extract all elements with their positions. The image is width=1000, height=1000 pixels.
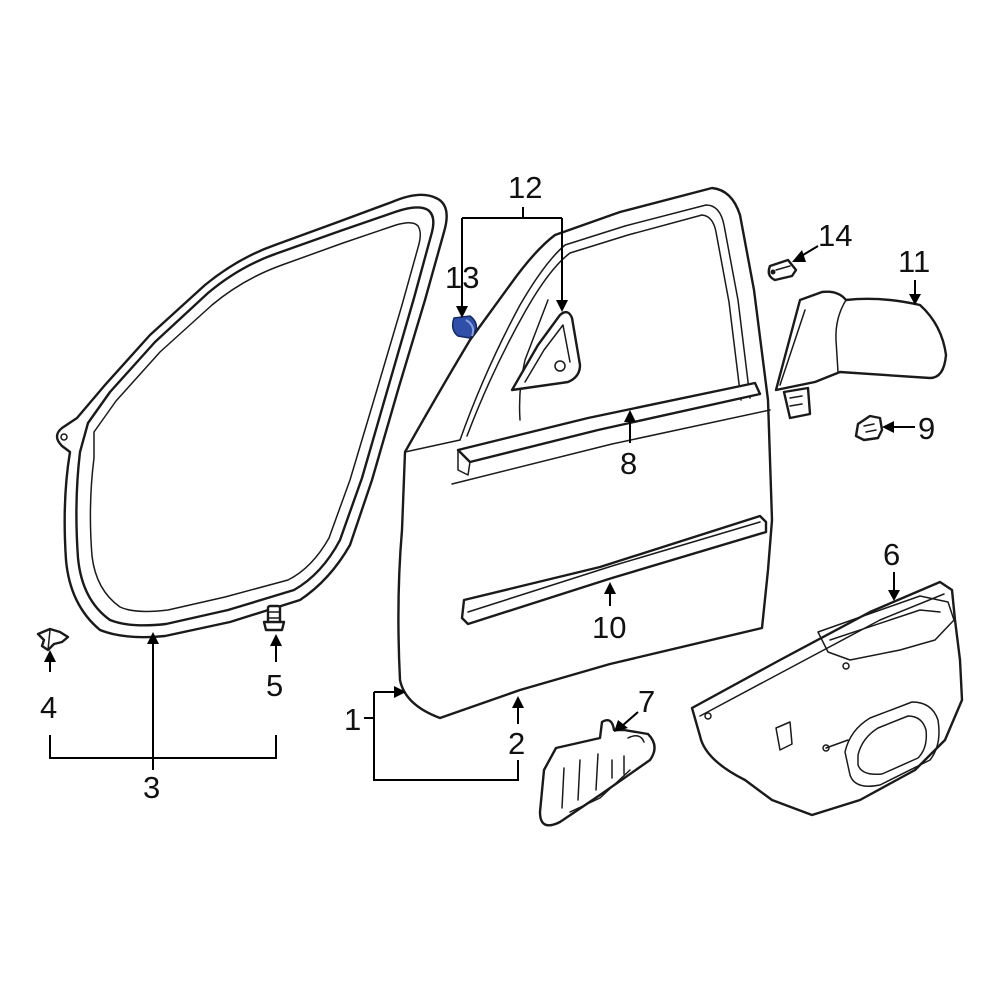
callout-3: 3 — [143, 770, 160, 805]
callout-9: 9 — [918, 411, 935, 446]
callout-8: 8 — [620, 446, 637, 481]
door-trim-panel — [690, 580, 964, 817]
callout-2: 2 — [508, 726, 525, 761]
clip-part-5 — [262, 604, 286, 632]
leader-lines — [44, 207, 921, 781]
front-door-shell — [397, 186, 774, 720]
bracket-part-7 — [538, 719, 656, 827]
callout-11: 11 — [898, 244, 930, 279]
callout-10: 10 — [592, 610, 626, 645]
callout-14: 14 — [818, 218, 852, 253]
callout-1: 1 — [344, 702, 361, 737]
outside-mirror — [774, 290, 948, 420]
callout-12: 12 — [508, 170, 542, 205]
callout-7: 7 — [638, 684, 655, 719]
delta-cover — [510, 310, 582, 392]
callout-5: 5 — [266, 668, 283, 703]
callout-4: 4 — [40, 690, 57, 725]
mirror-clip — [854, 414, 884, 442]
callout-6: 6 — [883, 537, 900, 572]
door-weatherstrip — [55, 193, 448, 639]
fastener-part-13 — [451, 315, 478, 339]
bolt-part-14 — [767, 258, 798, 282]
clip-part-4 — [36, 627, 70, 652]
callout-labels: 1 2 3 4 5 6 7 8 9 10 11 12 13 14 — [40, 170, 935, 805]
callout-13: 13 — [445, 260, 479, 295]
